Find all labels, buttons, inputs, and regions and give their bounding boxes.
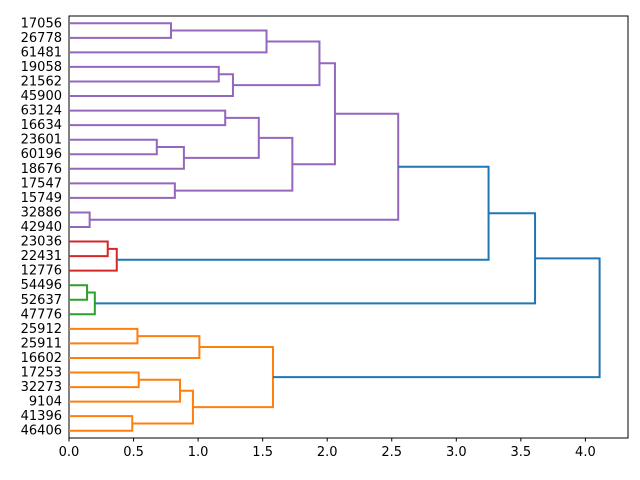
leaf-label: 41396	[21, 409, 62, 424]
dendrogram-link-purple	[89, 112, 400, 221]
dendrogram-link-orange	[192, 346, 274, 409]
dendrogram-link-orange	[69, 378, 182, 403]
dendrogram-link-purple	[69, 145, 185, 170]
dendrogram-link-purple	[232, 40, 321, 87]
leaf-label: 15749	[21, 191, 62, 206]
dendrogram-link-purple	[69, 73, 234, 98]
leaf-label: 45900	[21, 89, 62, 104]
leaf-label: 60196	[21, 147, 62, 162]
leaf-label: 9104	[29, 395, 62, 410]
leaf-label: 16634	[21, 118, 62, 133]
dendrogram-link-green	[69, 284, 89, 301]
dendrogram-link-orange	[69, 371, 140, 389]
dendrogram-link-orange	[69, 327, 139, 345]
dendrogram-link-red	[69, 240, 109, 258]
leaf-label: 22431	[21, 249, 62, 264]
x-tick-label: 2.0	[317, 445, 338, 460]
dendrogram-link-purple	[183, 116, 260, 159]
dendrogram-link-red	[69, 247, 118, 272]
dendrogram-link-purple	[174, 136, 294, 192]
x-tick-label: 3.5	[511, 445, 532, 460]
dendrogram-link-orange	[69, 415, 134, 432]
x-tick-label: 1.5	[252, 445, 273, 460]
dendrogram-link-purple	[69, 22, 172, 39]
leaf-label: 63124	[21, 104, 62, 119]
x-tick-label: 0.5	[123, 445, 144, 460]
dendrogram-link-blue	[94, 212, 537, 305]
dendrogram-link-purple	[292, 62, 336, 166]
leaf-label: 23036	[21, 235, 62, 250]
x-tick-label: 1.0	[188, 445, 209, 460]
dendrogram-link-orange	[69, 335, 201, 359]
leaf-label: 17253	[21, 366, 62, 381]
x-tick-label: 4.0	[575, 445, 596, 460]
leaf-label: 54496	[21, 278, 62, 293]
leaf-label: 21562	[21, 74, 62, 89]
dendrogram-link-purple	[69, 182, 176, 199]
leaf-label: 52637	[21, 293, 62, 308]
leaf-label: 12776	[21, 264, 62, 279]
leaf-label: 25912	[21, 322, 62, 337]
dendrogram-link-orange	[132, 389, 194, 425]
dendrogram-link-purple	[69, 109, 227, 127]
x-tick-label: 0.0	[59, 445, 80, 460]
dendrogram-link-green	[69, 291, 96, 316]
leaf-label: 17056	[21, 16, 62, 31]
leaf-label: 17547	[21, 176, 62, 191]
x-tick-label: 3.0	[446, 445, 467, 460]
dendrogram-link-blue	[272, 257, 601, 379]
leaf-label: 19058	[21, 60, 62, 75]
x-tick-label: 2.5	[381, 445, 402, 460]
dendrogram-link-purple	[69, 138, 158, 156]
dendrogram-link-blue	[116, 165, 490, 261]
leaf-label: 26778	[21, 31, 62, 46]
leaf-label: 61481	[21, 45, 62, 60]
leaf-label: 32886	[21, 205, 62, 220]
leaf-label: 42940	[21, 220, 62, 235]
dendrogram-link-purple	[69, 29, 268, 54]
leaf-label: 23601	[21, 133, 62, 148]
leaf-label: 32273	[21, 380, 62, 395]
plot-border	[68, 15, 629, 439]
dendrogram-link-purple	[69, 211, 91, 228]
leaf-label: 16602	[21, 351, 62, 366]
leaf-label: 18676	[21, 162, 62, 177]
leaf-label: 46406	[21, 424, 62, 439]
leaf-label: 25911	[21, 336, 62, 351]
dendrogram-link-purple	[69, 65, 220, 83]
leaf-label: 47776	[21, 307, 62, 322]
